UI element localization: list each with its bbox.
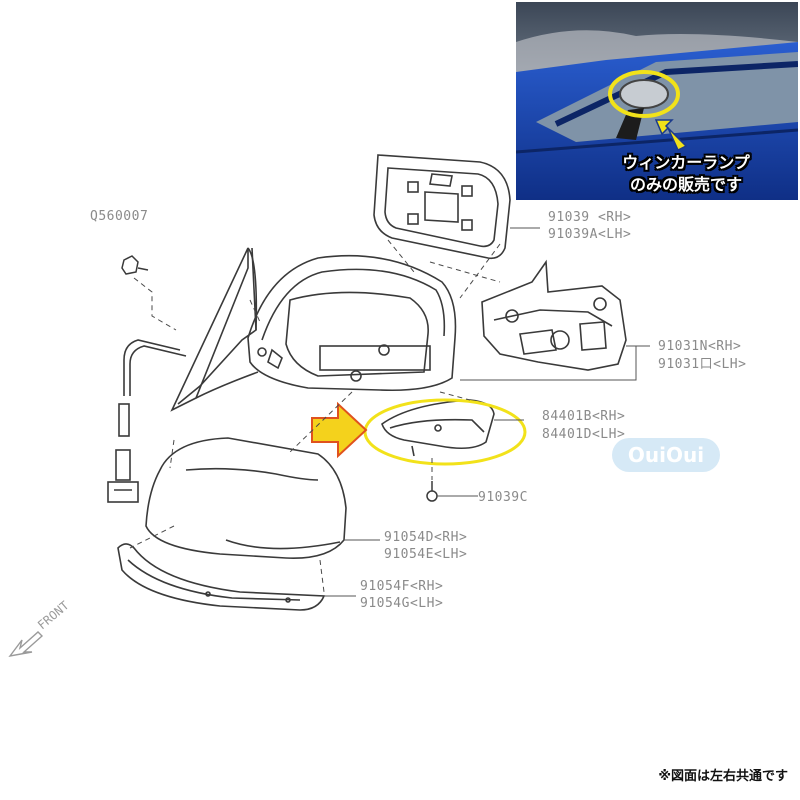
wire-harness-part bbox=[107, 339, 187, 503]
mirror-cover-part bbox=[145, 437, 347, 559]
lamp-highlight-ellipse bbox=[363, 398, 527, 466]
label-q560007: Q560007 bbox=[90, 209, 148, 224]
watermark-badge: OuiOui bbox=[612, 438, 720, 472]
mirror-housing-part bbox=[247, 254, 457, 392]
front-direction-indicator: FRONT bbox=[8, 598, 72, 658]
leader-lines bbox=[324, 227, 650, 597]
label-91054f-rh: 91054F<RH> bbox=[360, 579, 443, 594]
photo-highlight-ellipse bbox=[608, 70, 680, 118]
photo-caption: ウィンカーランプ のみの販売です bbox=[576, 152, 796, 196]
bottom-note: ※図面は左右共通です bbox=[658, 769, 788, 784]
turn-signal-lamp-part bbox=[381, 399, 495, 457]
photo-mirror bbox=[619, 79, 669, 109]
mirror-glass-part bbox=[373, 154, 511, 260]
door-mount-part bbox=[170, 247, 259, 412]
label-91031n-rh: 91031N<RH> bbox=[658, 339, 741, 354]
mirror-actuator-part bbox=[481, 259, 627, 371]
screw-part bbox=[426, 481, 438, 502]
label-91054d-rh: 91054D<RH> bbox=[384, 530, 467, 545]
caption-line-2: のみの販売です bbox=[629, 175, 742, 194]
front-label: FRONT bbox=[35, 598, 72, 632]
pointer-arrow bbox=[311, 401, 368, 459]
photo-illustration bbox=[516, 2, 798, 200]
label-91054e-lh: 91054E<LH> bbox=[384, 547, 467, 562]
assembly-guide-lines bbox=[129, 239, 501, 593]
label-91039a-lh: 91039A<LH> bbox=[548, 227, 631, 242]
label-91031-lh: 91031口<LH> bbox=[658, 357, 746, 372]
bolt-part bbox=[121, 255, 149, 275]
label-91039-rh: 91039 <RH> bbox=[548, 210, 631, 225]
label-84401d-lh: 84401D<LH> bbox=[542, 427, 625, 442]
label-84401b-rh: 84401B<RH> bbox=[542, 409, 625, 424]
label-91039c: 91039C bbox=[478, 490, 528, 505]
photo-pointer-arrow bbox=[654, 119, 688, 152]
front-arrow-icon bbox=[8, 631, 44, 658]
caption-line-1: ウィンカーランプ bbox=[622, 153, 750, 172]
car-mirror-photo: ウィンカーランプ のみの販売です bbox=[516, 2, 798, 200]
label-91054g-lh: 91054G<LH> bbox=[360, 596, 443, 611]
